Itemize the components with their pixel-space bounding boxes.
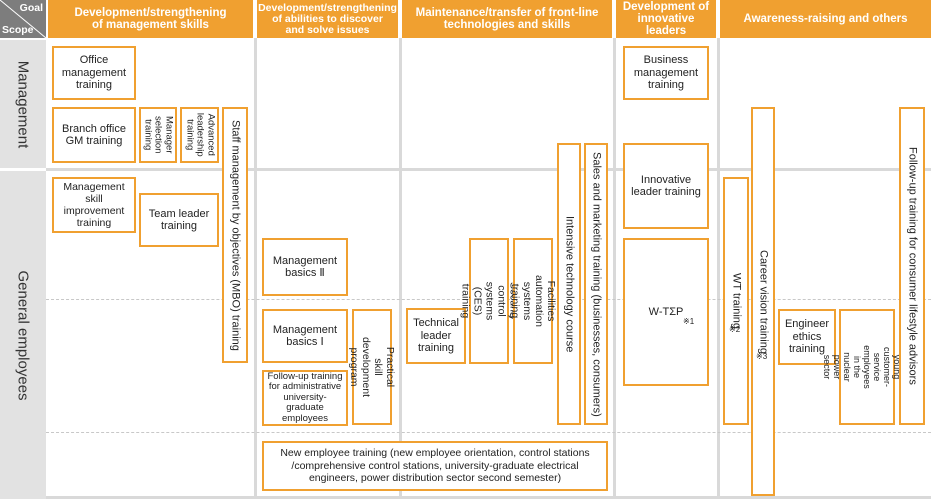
column-divider bbox=[254, 38, 257, 499]
technical-leader-training-box: Technical leader training bbox=[406, 308, 466, 364]
wt-note: ※2 bbox=[729, 325, 741, 334]
branch-office-gm-training-box: Branch office GM training bbox=[52, 107, 136, 163]
column-header-discover-solve: Development/strengthening of abilities t… bbox=[257, 0, 398, 38]
column-divider bbox=[613, 38, 616, 499]
row-label-general-employees: General employees bbox=[0, 171, 46, 499]
business-management-training-box: Business management training bbox=[623, 46, 709, 100]
mbo-training-box: Staff management by objectives (MBO) tra… bbox=[222, 107, 248, 363]
practical-skill-program-box: Practical skill development program bbox=[348, 309, 396, 425]
corner-cell: Goal Scope bbox=[0, 0, 46, 38]
corner-goal-label: Goal bbox=[19, 2, 43, 14]
wtsp-label: W-TΣP bbox=[648, 305, 684, 318]
ces-training-box: Security control systems (CES) training bbox=[459, 238, 519, 364]
corner-diagonal bbox=[0, 0, 46, 38]
intensive-technology-course-box: Intensive technology course bbox=[557, 143, 581, 425]
sales-marketing-training-box: Sales and marketing training (businesses… bbox=[584, 143, 608, 425]
wtsp-box: W-TΣP ※1 bbox=[623, 238, 709, 386]
column-header-awareness: Awareness-raising and others bbox=[720, 0, 931, 38]
follow-up-admin-graduate-box: Follow-up training for administrative un… bbox=[262, 370, 348, 426]
manager-selection-training-box: Manager selection training bbox=[139, 107, 177, 163]
dashed-divider bbox=[46, 432, 931, 433]
follow-up-consumer-advisors-box: Follow-up training for consumer lifestyl… bbox=[899, 107, 925, 425]
engineer-ethics-training-box: Engineer ethics training bbox=[778, 309, 836, 365]
wtsp-note: ※1 bbox=[683, 317, 695, 326]
management-skill-improvement-box: Management skill improvement training bbox=[52, 177, 136, 233]
column-header-frontline-tech: Maintenance/transfer of front-line techn… bbox=[402, 0, 612, 38]
management-basics-1-box: Management basics Ⅰ bbox=[262, 309, 348, 363]
advanced-leadership-training-box: Advanced leadership training bbox=[180, 107, 219, 163]
young-customer-service-training-box: Training for young customer-service empl… bbox=[822, 309, 912, 425]
row-divider-bottom bbox=[46, 496, 931, 499]
column-header-management-skills: Development/strengthening of management … bbox=[48, 0, 253, 38]
row-divider bbox=[46, 168, 931, 171]
management-basics-2-box: Management basics Ⅱ bbox=[262, 238, 348, 296]
column-divider bbox=[399, 38, 402, 499]
career-vision-note: ※3 bbox=[756, 352, 768, 361]
column-divider bbox=[717, 38, 720, 499]
office-management-training-box: Office management training bbox=[52, 46, 136, 100]
row-label-management: Management bbox=[0, 40, 46, 168]
team-leader-training-box: Team leader training bbox=[139, 193, 219, 247]
innovative-leader-training-box: Innovative leader training bbox=[623, 143, 709, 229]
career-vision-training-box: Career vision training bbox=[751, 107, 775, 496]
column-header-innovative-leaders: Development of innovative leaders bbox=[616, 0, 716, 38]
new-employee-training-box: New employee training (new employee orie… bbox=[262, 441, 608, 491]
corner-scope-label: Scope bbox=[2, 24, 34, 36]
wt-training-box: WT training bbox=[723, 177, 749, 425]
facilities-automation-training-box: Facilities automation systems training bbox=[509, 238, 557, 364]
